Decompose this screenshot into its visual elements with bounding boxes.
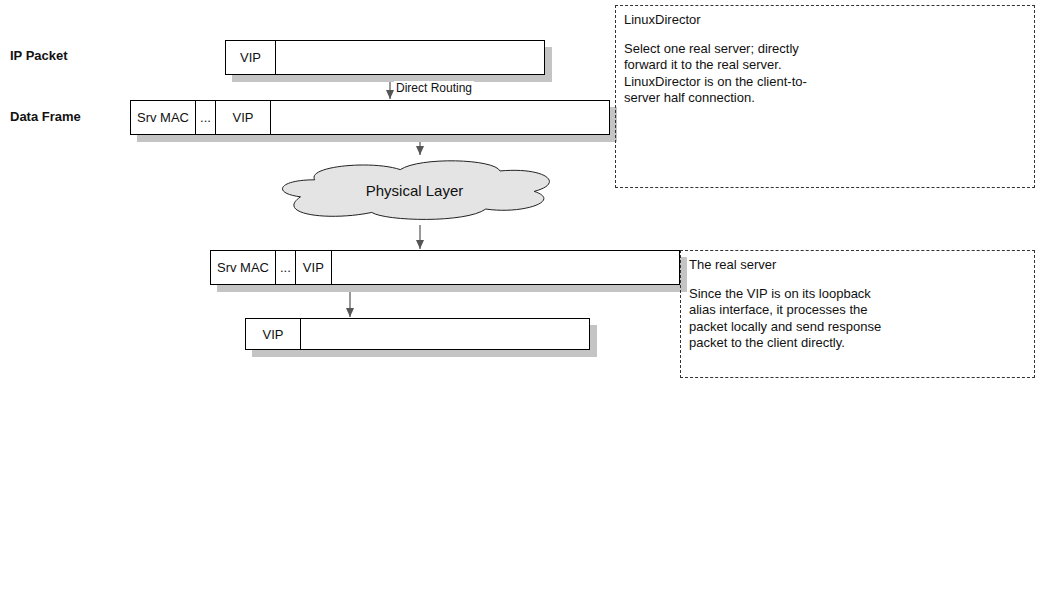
flow-arrow <box>389 76 390 99</box>
note-body: Since the VIP is on its loopback alias i… <box>689 286 884 351</box>
packet-box: VIP <box>225 40 545 75</box>
header-field: VIP <box>216 101 271 134</box>
flow-arrow <box>349 286 350 317</box>
callout-note: The real serverSince the VIP is on its l… <box>680 250 1035 378</box>
payload-field <box>332 251 679 284</box>
packet-box: VIP <box>245 318 590 350</box>
note-body: Select one real server; directly forward… <box>624 41 836 106</box>
flow-arrow <box>419 136 420 155</box>
header-field: ... <box>276 251 296 284</box>
row-caption: Data Frame <box>10 109 81 124</box>
cloud-shape: Physical Layer <box>272 156 557 224</box>
header-field: VIP <box>296 251 332 284</box>
payload-field <box>276 41 544 74</box>
payload-field <box>271 101 609 134</box>
header-field: VIP <box>246 319 301 349</box>
row-caption: IP Packet <box>10 48 68 63</box>
flow-arrow <box>419 225 420 249</box>
header-field: VIP <box>226 41 276 74</box>
callout-note: LinuxDirectorSelect one real server; dir… <box>615 5 1035 188</box>
payload-field <box>301 319 589 349</box>
arrow-label: Direct Routing <box>394 81 474 95</box>
note-heading: The real server <box>689 257 1026 272</box>
header-field: Srv MAC <box>211 251 276 284</box>
header-field: Srv MAC <box>131 101 196 134</box>
packet-box: Srv MAC...VIP <box>130 100 610 135</box>
cloud-label: Physical Layer <box>272 182 557 199</box>
packet-box: Srv MAC...VIP <box>210 250 680 285</box>
header-field: ... <box>196 101 216 134</box>
note-heading: LinuxDirector <box>624 12 1026 27</box>
